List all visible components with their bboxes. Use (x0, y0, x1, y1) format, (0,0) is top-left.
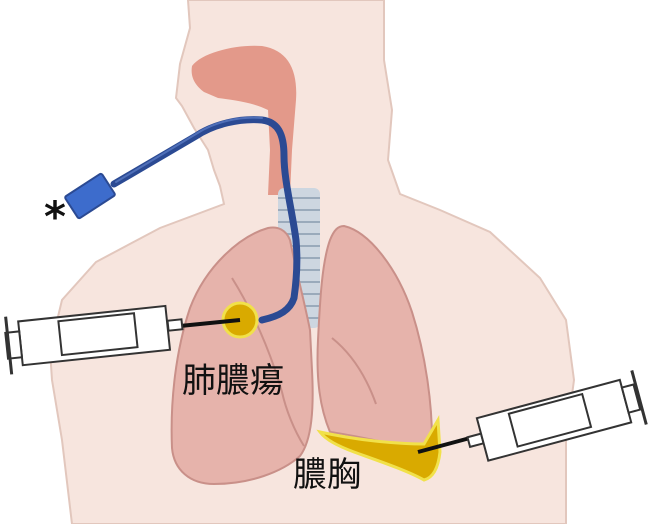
left-lung-fissure (331, 337, 377, 405)
empyema-label: 膿胸 (293, 455, 361, 495)
upper-airway (191, 45, 297, 195)
empyema-region (316, 414, 442, 482)
bronchoscope-tube (110, 116, 301, 324)
bronchoscope-tube-highlight (115, 116, 263, 183)
syringe-icon (417, 370, 648, 462)
left-lung (316, 224, 434, 450)
lung-abscess-label: 肺膿瘍 (182, 361, 284, 401)
tube-connector-icon (64, 172, 116, 220)
asterisk-mark: * (44, 192, 66, 241)
syringe-icon (4, 304, 241, 375)
